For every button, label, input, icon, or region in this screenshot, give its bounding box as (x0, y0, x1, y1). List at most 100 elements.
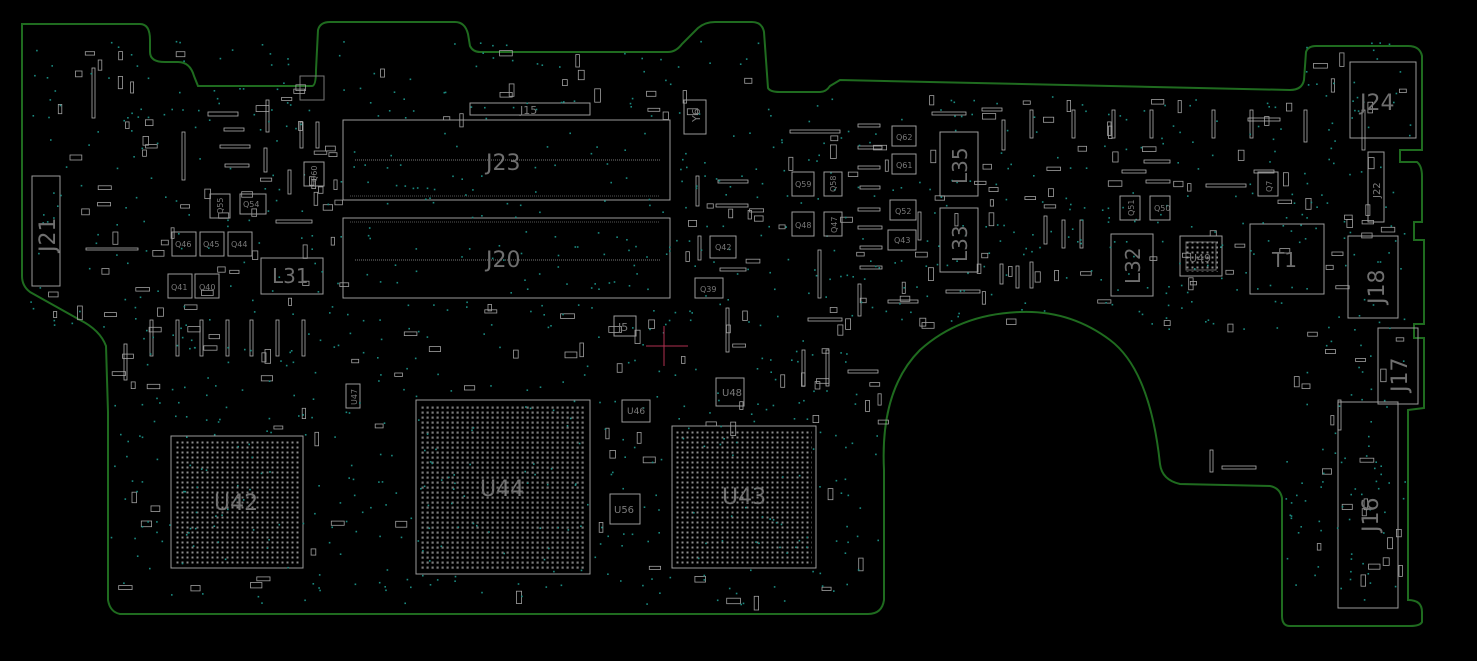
via (124, 298, 127, 301)
resistor-bar (1145, 179, 1171, 184)
via (145, 250, 148, 252)
via (1272, 138, 1275, 141)
via (539, 386, 542, 388)
via (863, 278, 866, 280)
via (337, 344, 340, 347)
via (215, 385, 217, 387)
smd-part (313, 150, 328, 155)
via (857, 186, 860, 189)
via (302, 522, 305, 525)
via (127, 440, 129, 443)
via (875, 453, 877, 456)
smd-part (560, 313, 575, 319)
via (719, 443, 722, 446)
via (420, 487, 422, 490)
via (1305, 71, 1308, 73)
via (793, 418, 796, 420)
resistor-bar (1303, 109, 1308, 143)
via (946, 264, 949, 267)
via (134, 537, 136, 540)
via (735, 441, 738, 444)
resistor-bar (859, 245, 883, 250)
smd-part (264, 349, 271, 364)
via (1367, 126, 1370, 129)
via (1167, 304, 1170, 307)
via (951, 179, 953, 182)
via (53, 324, 56, 326)
smd-part (747, 209, 752, 220)
via (270, 64, 273, 66)
smd-part (84, 51, 96, 56)
via (1374, 467, 1376, 470)
smd-part (97, 59, 103, 71)
via (803, 399, 805, 402)
via (369, 102, 372, 104)
via (1383, 532, 1385, 534)
via (444, 91, 447, 94)
via (730, 515, 733, 517)
via (1349, 578, 1352, 581)
via (472, 189, 474, 191)
smd-part (564, 351, 578, 359)
via (1318, 520, 1321, 523)
via (457, 526, 460, 528)
via (511, 59, 514, 62)
via (1340, 461, 1343, 464)
via (186, 436, 188, 438)
via (755, 168, 758, 170)
via (114, 465, 116, 468)
via (394, 264, 397, 266)
smd-part (293, 88, 306, 94)
label-J23: J23 (484, 151, 520, 176)
via (185, 324, 187, 326)
smd-part (1080, 271, 1092, 276)
via (253, 311, 256, 313)
via (774, 378, 777, 381)
via (720, 425, 722, 428)
via (492, 57, 495, 59)
via (846, 353, 848, 355)
via (348, 477, 350, 479)
smd-part (812, 414, 820, 423)
smd-part (170, 227, 175, 239)
via (227, 219, 229, 222)
via (562, 381, 564, 383)
smd-part (726, 597, 741, 605)
via (659, 592, 661, 594)
smd-part (380, 68, 385, 78)
via (669, 246, 671, 249)
smd-part (982, 113, 997, 120)
via (1187, 195, 1189, 197)
via (772, 519, 775, 521)
via (723, 438, 725, 440)
via (718, 180, 721, 182)
via (1334, 140, 1336, 142)
via (745, 58, 748, 60)
via (422, 550, 424, 552)
via (43, 214, 45, 216)
via (603, 253, 606, 256)
via (286, 102, 289, 104)
via (576, 246, 579, 248)
via (860, 301, 863, 304)
smd-part (1107, 180, 1123, 187)
via (925, 265, 928, 267)
via (1157, 221, 1159, 224)
smd-part (145, 144, 158, 149)
via (1325, 95, 1328, 97)
via (171, 594, 173, 596)
via (768, 225, 770, 228)
via (960, 115, 963, 118)
via (1085, 167, 1088, 169)
resistor-bar (1061, 219, 1066, 249)
via (116, 254, 118, 256)
via (543, 558, 546, 561)
via (586, 365, 589, 368)
smd-part (744, 77, 753, 84)
via (1285, 217, 1288, 219)
resistor-bar (847, 369, 879, 374)
smd-part (685, 251, 690, 262)
via (685, 206, 687, 209)
via (181, 336, 184, 339)
